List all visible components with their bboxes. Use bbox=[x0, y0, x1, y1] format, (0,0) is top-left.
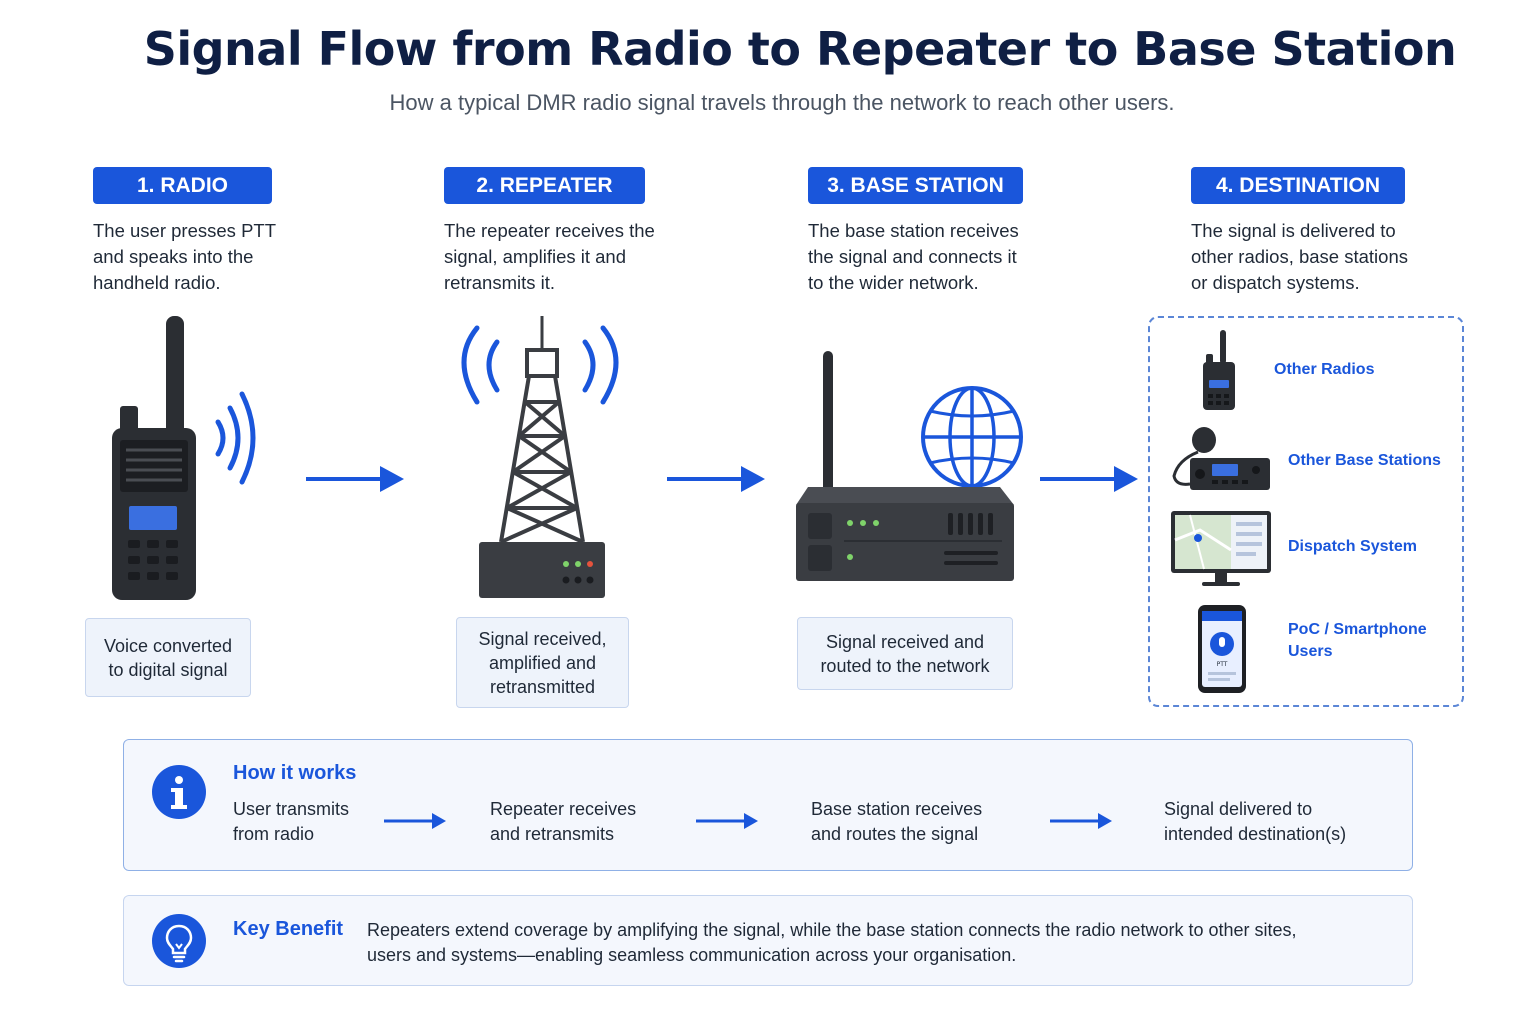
flow-arrow-1 bbox=[306, 466, 404, 492]
how-arrow-2 bbox=[696, 813, 758, 829]
key-benefit-title: Key Benefit bbox=[233, 918, 344, 940]
step-description-repeater: The repeater receives the signal, amplif… bbox=[444, 220, 655, 293]
mobile-radio-icon bbox=[1172, 427, 1270, 490]
repeater-tower-icon bbox=[461, 316, 619, 598]
base-station-icon bbox=[796, 351, 1023, 581]
handheld-radio-icon bbox=[112, 316, 256, 600]
step-badge-destination: 4. DESTINATION bbox=[1191, 167, 1405, 204]
destination-group bbox=[1148, 316, 1464, 707]
step-description-base-station: The base station receives the signal and… bbox=[808, 220, 1019, 293]
destination-label-dispatch-system: Dispatch System bbox=[1288, 538, 1417, 555]
how-arrow-3 bbox=[1050, 813, 1112, 829]
page-subtitle: How a typical DMR radio signal travels t… bbox=[389, 90, 1175, 115]
destination-label-other-base-stations: Other Base Stations bbox=[1288, 452, 1441, 469]
how-arrow-1 bbox=[384, 813, 446, 829]
lightbulb-icon bbox=[152, 914, 206, 968]
svg-text:PTT: PTT bbox=[1217, 661, 1228, 668]
flow-arrow-3 bbox=[1040, 466, 1138, 492]
smartphone-ptt-icon: PTT bbox=[1198, 605, 1246, 693]
key-benefit-text: Repeaters extend coverage by amplifying … bbox=[367, 920, 1297, 965]
step-badge-base-station: 3. BASE STATION bbox=[808, 167, 1023, 204]
radio-icon bbox=[1203, 330, 1235, 410]
step-badge-radio: 1. RADIO bbox=[93, 167, 272, 204]
flow-arrow-2 bbox=[667, 466, 765, 492]
how-it-works-title: How it works bbox=[233, 762, 357, 784]
step-badge-repeater: 2. REPEATER bbox=[444, 167, 645, 204]
monitor-map-icon bbox=[1171, 511, 1271, 586]
step-description-destination: The signal is delivered to other radios,… bbox=[1191, 220, 1408, 293]
destination-label-smartphone-users: PoC / Smartphone Users bbox=[1288, 621, 1427, 660]
destination-label-other-radios: Other Radios bbox=[1274, 361, 1375, 378]
how-it-works-panel bbox=[123, 739, 1413, 871]
step-description-radio: The user presses PTT and speaks into the… bbox=[93, 220, 277, 293]
info-icon bbox=[152, 765, 206, 819]
key-benefit-panel bbox=[123, 895, 1413, 986]
page-title: Signal Flow from Radio to Repeater to Ba… bbox=[143, 22, 1457, 76]
